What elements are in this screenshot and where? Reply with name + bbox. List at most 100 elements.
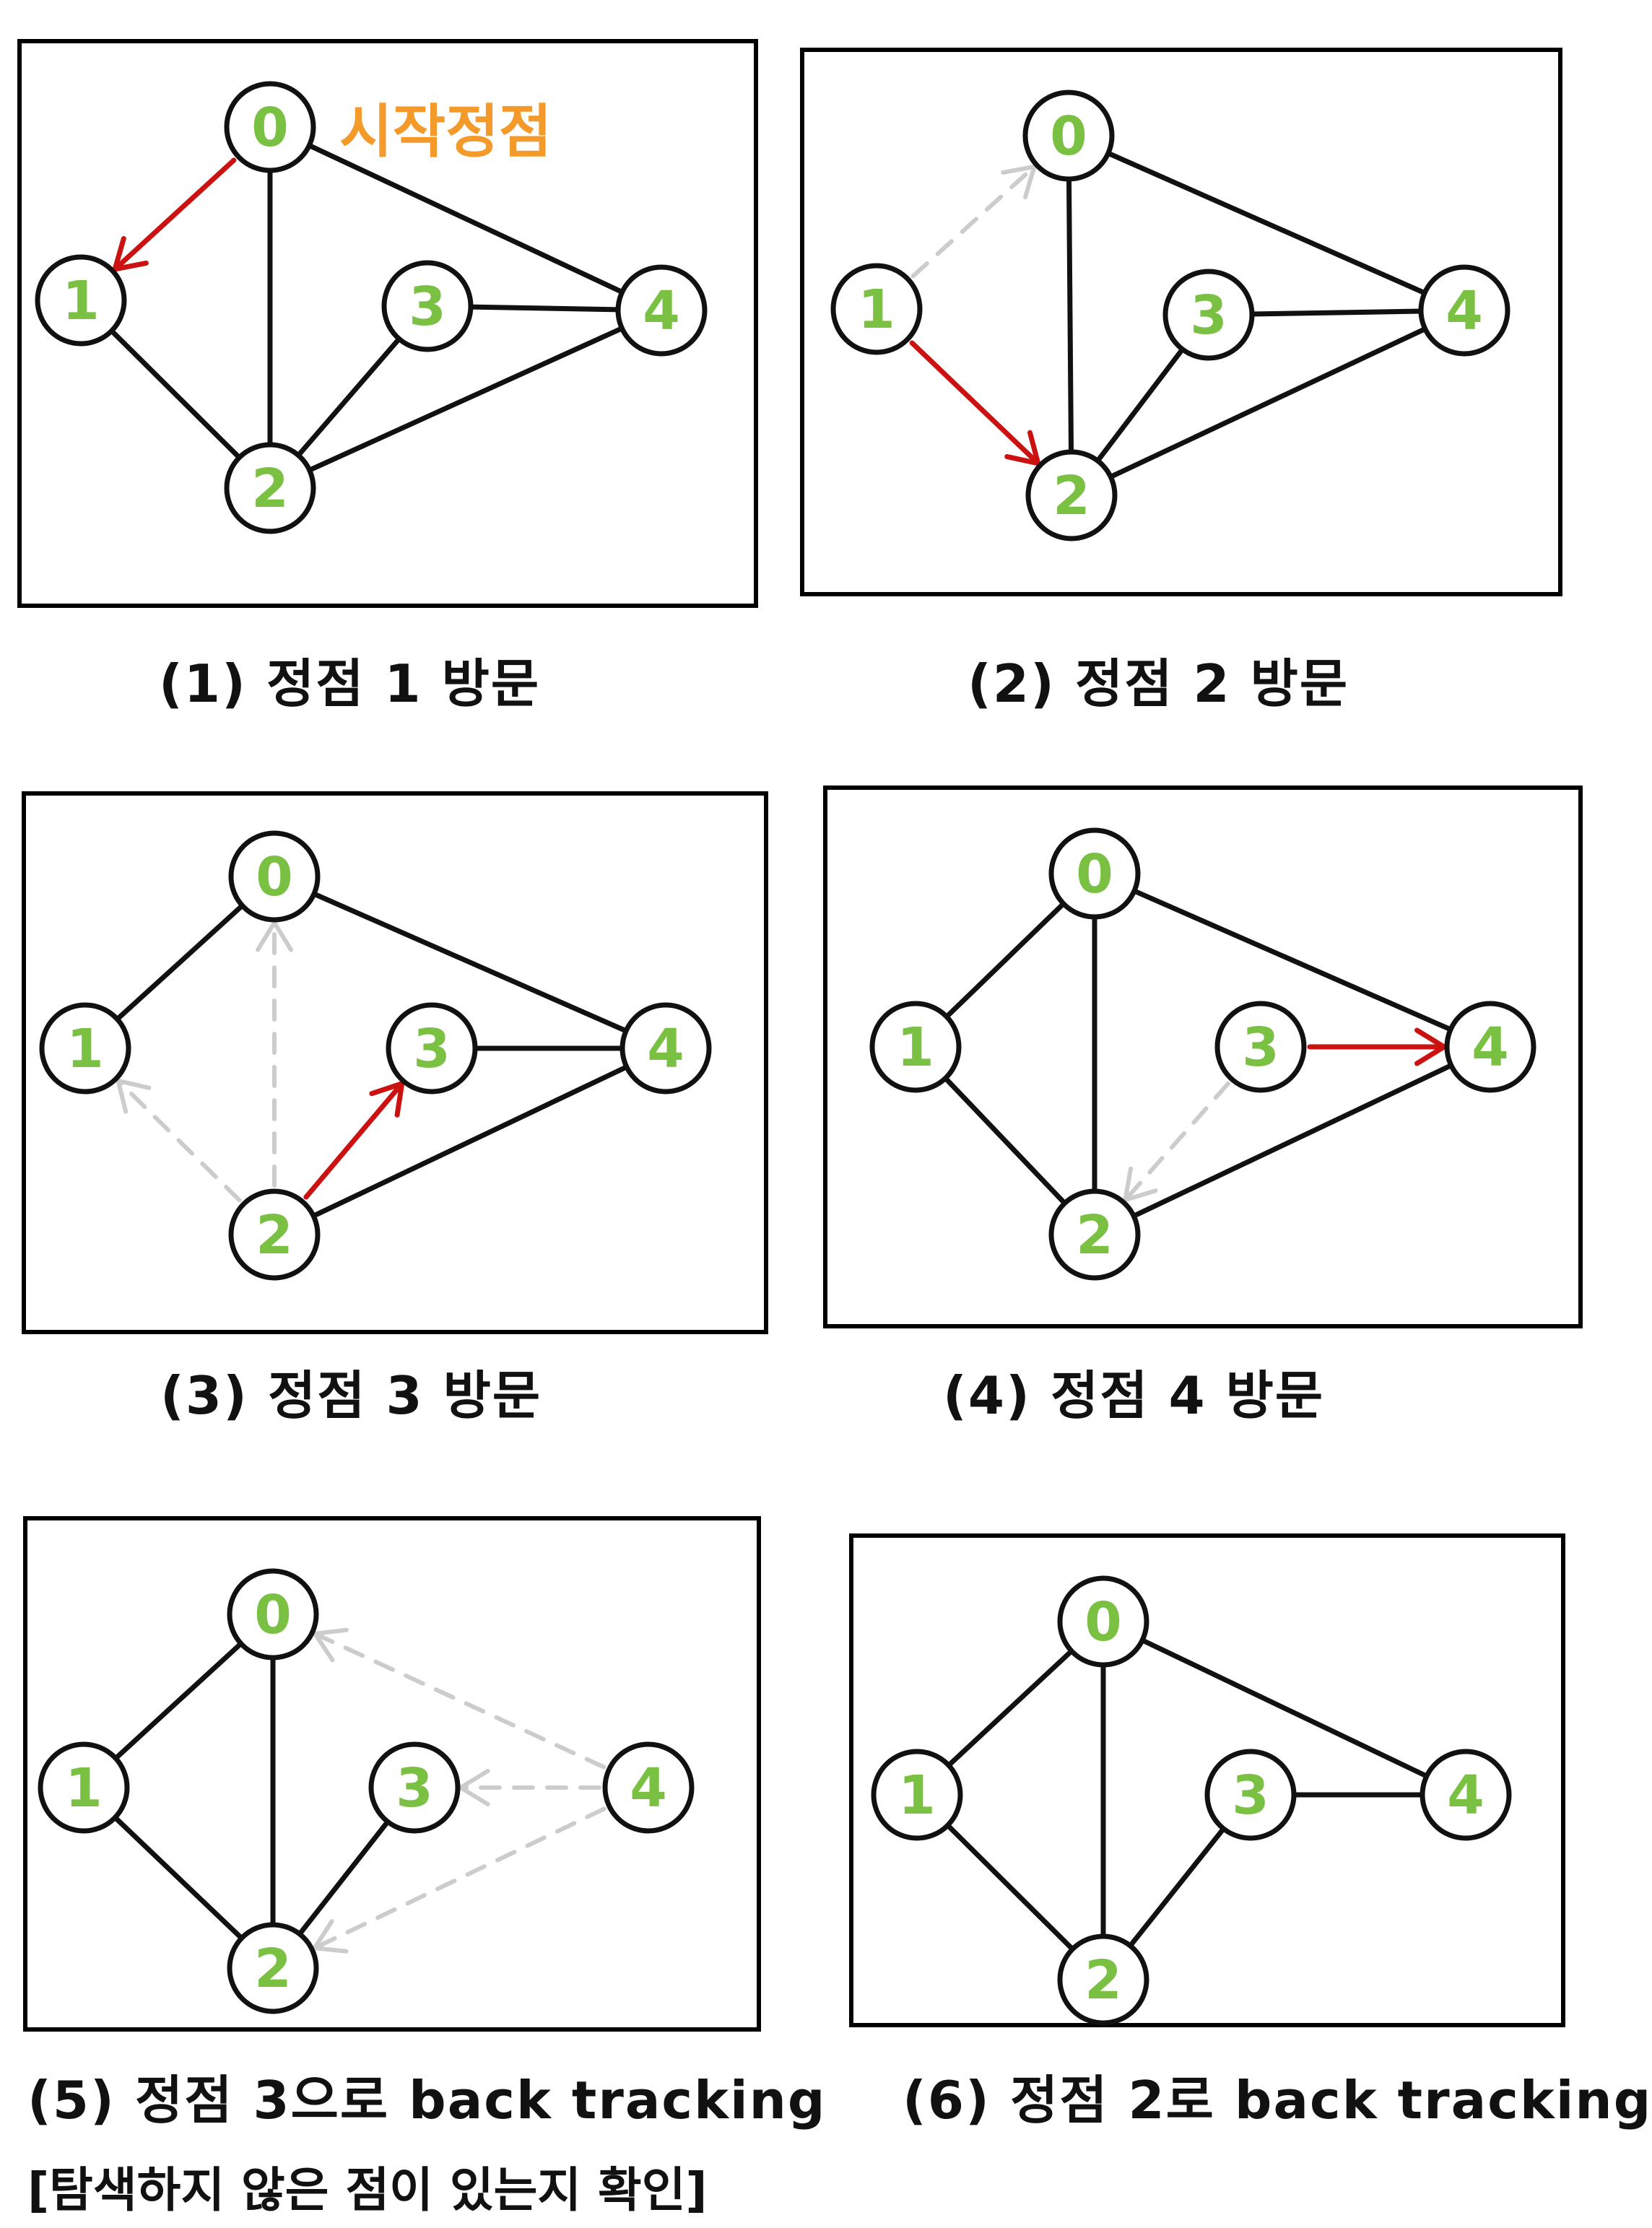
graph-panel-4: 0 1 2 3 4	[869, 827, 1536, 1281]
node-label-4: 4	[647, 1018, 684, 1080]
traversal-arrow-2-3	[303, 1081, 405, 1200]
node-1: 1	[38, 1741, 130, 1834]
node-label-2: 2	[256, 1204, 293, 1266]
node-label-3: 3	[1190, 284, 1227, 347]
traversal-arrow-0-1	[112, 157, 237, 272]
edge-0-1	[944, 901, 1066, 1019]
node-3: 3	[1214, 1001, 1307, 1093]
node-1: 1	[35, 254, 127, 347]
node-label-3: 3	[1232, 1764, 1269, 1827]
node-4: 4	[1418, 264, 1510, 357]
edge-3-4	[468, 304, 621, 313]
node-3: 3	[1162, 269, 1255, 361]
edge-0-1	[114, 902, 245, 1022]
caption-panel-2: (2) 정점 2 방문	[968, 653, 1349, 714]
node-4: 4	[620, 1002, 712, 1095]
node-2: 2	[1025, 449, 1118, 541]
node-3: 3	[386, 1002, 478, 1095]
traversal-arrow-1-2	[909, 340, 1041, 466]
panel-2: 0 1 2 3 4	[800, 48, 1562, 596]
node-label-1: 1	[66, 1018, 104, 1080]
panel-4: 0 1 2 3 4	[823, 786, 1583, 1328]
caption-panel-4: (4) 정점 4 방문	[943, 1365, 1325, 1426]
node-label-3: 3	[413, 1018, 451, 1080]
edge-2-3	[295, 336, 402, 458]
node-0: 0	[1057, 1575, 1149, 1668]
node-label-1: 1	[897, 1017, 934, 1079]
edge-0-4	[311, 891, 629, 1034]
node-label-0: 0	[254, 1584, 292, 1646]
graph-panel-2: 0 1 2 3 4	[830, 90, 1510, 541]
graph-panel-3: 0 1 2 3 4	[39, 830, 712, 1281]
node-2: 2	[227, 1922, 319, 2014]
edge-1-2	[112, 1814, 245, 1941]
node-0: 0	[1048, 827, 1141, 920]
caption-panel-6: (6) 정점 2로 back tracking	[903, 2070, 1652, 2131]
node-2: 2	[1057, 1933, 1149, 2026]
edge-2-4	[307, 326, 625, 473]
edge-0-4	[1139, 1637, 1430, 1779]
backtrack-arrow-3-2	[1123, 1081, 1230, 1203]
node-1: 1	[869, 1001, 962, 1093]
node-4: 4	[1444, 1001, 1536, 1093]
node-label-0: 0	[1076, 843, 1113, 905]
node-label-0: 0	[256, 846, 293, 908]
node-label-2: 2	[1076, 1204, 1113, 1266]
node-0: 0	[224, 81, 316, 173]
node-label-3: 3	[396, 1757, 433, 1819]
edge-2-4	[310, 1064, 630, 1219]
graph-panel-5: 0 1 2 3 4	[38, 1568, 695, 2014]
node-label-4: 4	[630, 1757, 667, 1819]
edge-2-4	[1131, 1063, 1454, 1219]
node-label-2: 2	[251, 458, 289, 520]
node-3: 3	[368, 1741, 461, 1834]
backtrack-arrow-2-1	[116, 1078, 242, 1203]
backtrack-arrow-4-2	[312, 1806, 607, 1954]
node-4: 4	[615, 264, 708, 357]
node-label-4: 4	[643, 280, 680, 342]
edge-0-4	[1105, 150, 1427, 296]
node-3: 3	[1204, 1749, 1297, 1841]
node-label-0: 0	[1050, 105, 1087, 167]
caption-panel-1: (1) 정점 1 방문	[159, 653, 541, 714]
caption-panel-5: (5) 정점 3으로 back tracking	[27, 2070, 827, 2131]
caption-panel-3: (3) 정점 3 방문	[160, 1365, 542, 1426]
edge-2-3	[1127, 1826, 1227, 1949]
node-4: 4	[602, 1741, 695, 1834]
node-label-1: 1	[62, 270, 100, 332]
backtrack-arrow-1-0	[910, 164, 1037, 279]
node-label-4: 4	[1446, 280, 1483, 342]
backtrack-arrow-4-3	[458, 1769, 601, 1806]
panel-5: 0 1 2 3 4	[23, 1516, 761, 2032]
node-label-0: 0	[251, 97, 289, 159]
edge-0-2	[1066, 176, 1074, 455]
node-1: 1	[39, 1002, 131, 1095]
node-label-4: 4	[1447, 1764, 1484, 1827]
backtrack-arrow-4-0	[313, 1627, 607, 1770]
node-label-2: 2	[1084, 1949, 1122, 2011]
node-0: 0	[227, 1568, 319, 1661]
node-2: 2	[228, 1188, 321, 1281]
caption2-panel-5: [탐색하지 않은 점이 있는지 확인]	[27, 2162, 708, 2218]
edge-2-3	[1095, 347, 1186, 464]
edge-0-4	[306, 142, 625, 295]
node-label-1: 1	[858, 279, 895, 341]
node-4: 4	[1420, 1749, 1512, 1841]
node-label-3: 3	[409, 276, 446, 338]
node-2: 2	[1048, 1188, 1141, 1281]
node-0: 0	[1022, 90, 1115, 182]
edge-2-4	[1108, 326, 1428, 479]
edge-1-2	[109, 328, 242, 461]
panel-3: 0 1 2 3 4	[22, 791, 768, 1334]
node-label-2: 2	[254, 1938, 292, 2000]
edge-0-1	[113, 1641, 244, 1761]
node-2: 2	[224, 442, 316, 534]
edge-3-4	[1249, 308, 1424, 317]
node-label-2: 2	[1053, 465, 1090, 527]
edge-0-4	[1131, 888, 1453, 1032]
node-label-3: 3	[1242, 1017, 1279, 1079]
